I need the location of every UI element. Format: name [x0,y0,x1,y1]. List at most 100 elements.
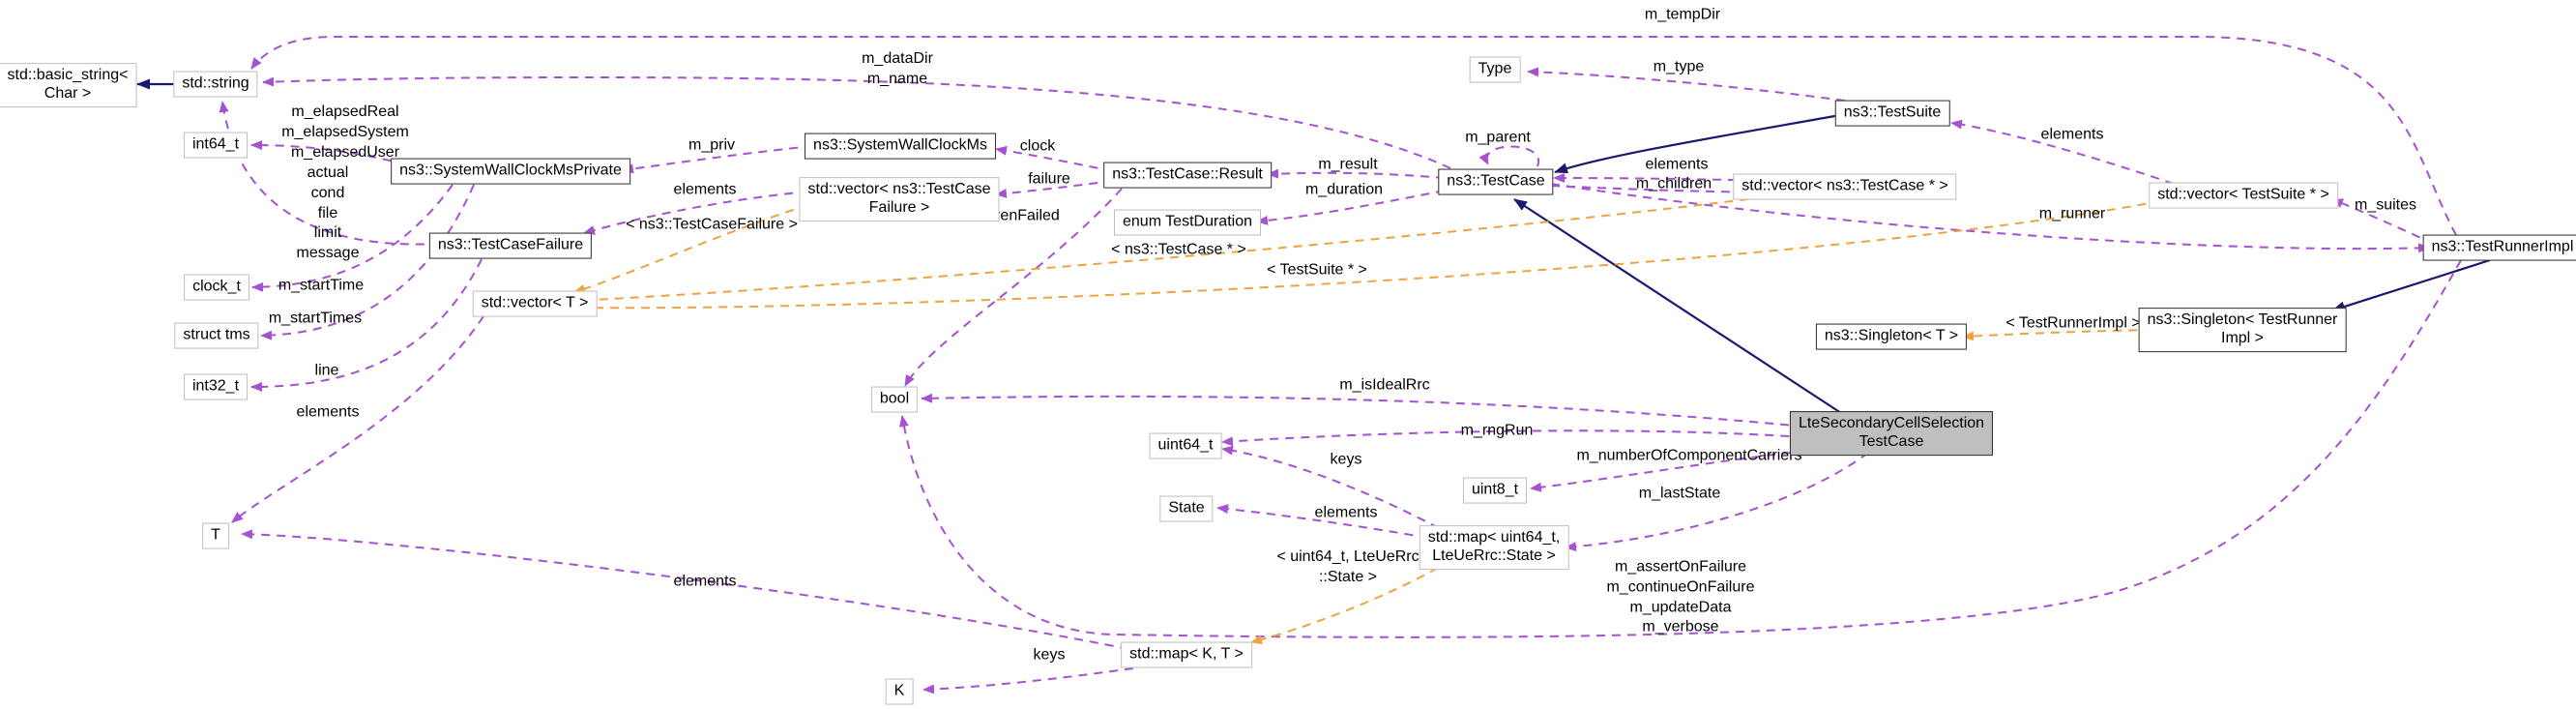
node-std-string: std::string [173,71,258,98]
node-ns3-testsuite[interactable]: ns3::TestSuite [1834,100,1950,127]
edge-label-failure: failure [1028,170,1070,188]
edge-m-result [1267,168,1446,179]
edge-label-line: line [314,362,339,379]
edge-label-m-result: m_result [1318,156,1378,173]
node-label: ns3::Singleton< T > [1824,327,1959,344]
node-type: Type [1469,56,1521,83]
edge-tri-bools [898,259,2462,638]
edge-m-numberofcomponentcarriers [1530,450,1807,492]
node-int32-t: int32_t [183,373,249,400]
edge-m-laststate [1565,452,1869,552]
edge-label-vects-elements-testsuite: elements [2040,126,2104,143]
edge-label-m-tempdir: m_tempDir [1644,6,1721,23]
edge-label-mapkt-elements-t: elements [673,573,737,590]
edge-label-tmpl-singleton: < TestRunnerImpl > [2005,314,2141,332]
node-k: K [885,678,914,705]
node-std-vector-testsuite-ptr: std::vector< TestSuite * > [2149,182,2338,209]
node-ns3-testrunnerimpl[interactable]: ns3::TestRunnerImpl [2422,234,2576,261]
node-struct-tms: struct tms [174,322,259,349]
edge-label-vectcf-elements-tcf: elements [673,181,737,198]
node-label: ns3::TestCaseFailure [437,236,584,253]
edge-m-starttimes [260,184,475,340]
edge-m-suites [2331,198,2435,245]
node-enum-testduration: enum TestDuration [1114,209,1261,236]
node-std-basic-string: std::basic_string<Char > [0,63,137,107]
node-label: std::map< K, T > [1129,645,1244,663]
node-label: Impl > [2220,330,2265,346]
node-label: std::vector< ns3::TestCase [807,181,991,198]
edge-vectcf-elements-tcf [583,191,809,235]
edge-label-m-isidealrrc: m_isIdealRrc [1339,376,1430,394]
edge-m-isidealrrc [921,393,1805,428]
edge-tmpl-map [1250,567,1439,645]
node-label: uint64_t [1157,436,1214,454]
node-label: std::vector< TestSuite * > [2157,186,2329,203]
node-label: bool [879,390,910,407]
node-ns3-system-wall-clock-ms[interactable]: ns3::SystemWallClockMs [805,133,996,160]
node-label: K [893,682,905,699]
node-label: std::vector< ns3::TestCase * > [1742,177,1948,194]
node-label: std::basic_string< [7,67,129,84]
edge-m-priv [622,145,814,174]
edge-m-rngrun [1221,429,1805,447]
edge-map-keys-uint64 [1221,445,1440,529]
node-label: uint8_t [1471,481,1519,498]
node-label: int64_t [191,135,240,153]
node-label: ns3::SystemWallClockMs [813,136,987,154]
node-label: ns3::TestCase::Result [1112,165,1263,183]
node-ns3-singleton-t[interactable]: ns3::Singleton< T > [1815,323,1968,350]
edge-mapkt-elements-t [241,529,1129,650]
node-label: LteSecondaryCellSelection [1798,415,1985,432]
node-ns3-testcase[interactable]: ns3::TestCase [1438,168,1554,195]
edge-map-elements-state [1216,504,1429,539]
edge-testsuite-inherits-testcase [1554,113,1841,174]
edge-label-map-keys-uint64: keys [1330,451,1362,468]
edge-label-vect-elements-t: elements [296,403,360,421]
node-std-map-k-t: std::map< K, T > [1121,641,1252,668]
node-uint8-t: uint8_t [1462,477,1528,504]
edge-tmpl-vectc [572,196,1765,306]
node-ns3-testcase-result[interactable]: ns3::TestCase::Result [1103,162,1272,189]
edge-label-tmpl-vects: < TestSuite * > [1267,261,1367,279]
node-t: T [202,522,229,549]
edge-label-m-priv: m_priv [688,136,736,154]
node-uint64-t: uint64_t [1149,432,1222,459]
node-label: ns3::SystemWallClockMsPrivate [399,162,622,179]
edge-label-tmpl-map: < uint64_t, LteUeRrc::State > [1276,548,1420,585]
edge-m-tempdir [250,36,2457,236]
node-label: ns3::TestSuite [1843,103,1942,121]
node-label: std::vector< T > [481,294,589,311]
edge-label-m-numberofcomponentcarriers: m_numberOfComponentCarriers [1576,447,1802,464]
edge-m-duration [1256,190,1446,225]
node-label: ns3::TestCase [1447,172,1545,190]
node-label: std::string [182,74,249,92]
node-label: enum TestDuration [1123,213,1252,230]
edge-label-m-parent: m_parent [1465,129,1531,146]
node-ns3-testcasefailure[interactable]: ns3::TestCaseFailure [428,232,593,259]
edge-mapkt-keys-k [922,667,1134,694]
edge-label-m-rngrun: m_rngRun [1460,422,1534,439]
edge-m-elapsed [250,140,407,165]
edge-lte-inherits-testcase [1513,198,1842,414]
node-label: T [211,526,220,544]
node-int64-t: int64_t [183,132,249,159]
node-label: std::map< uint64_t, [1427,529,1561,547]
edge-label-m-runner: m_runner [2038,205,2106,222]
node-label: State [1168,499,1205,517]
node-ns3-system-wall-clock-ms-private[interactable]: ns3::SystemWallClockMsPrivate [391,158,630,185]
node-bool: bool [870,386,919,413]
edge-tmpl-singleton [1962,329,2153,341]
edge-label-vectc-elements-testcase: elements [1645,156,1709,173]
edge-label-m-starttimes: m_startTimes [268,310,363,327]
edge-vects-elements-testsuite [1950,119,2175,185]
node-std-vector-t: std::vector< T > [472,290,598,317]
node-label: int32_t [191,377,240,395]
